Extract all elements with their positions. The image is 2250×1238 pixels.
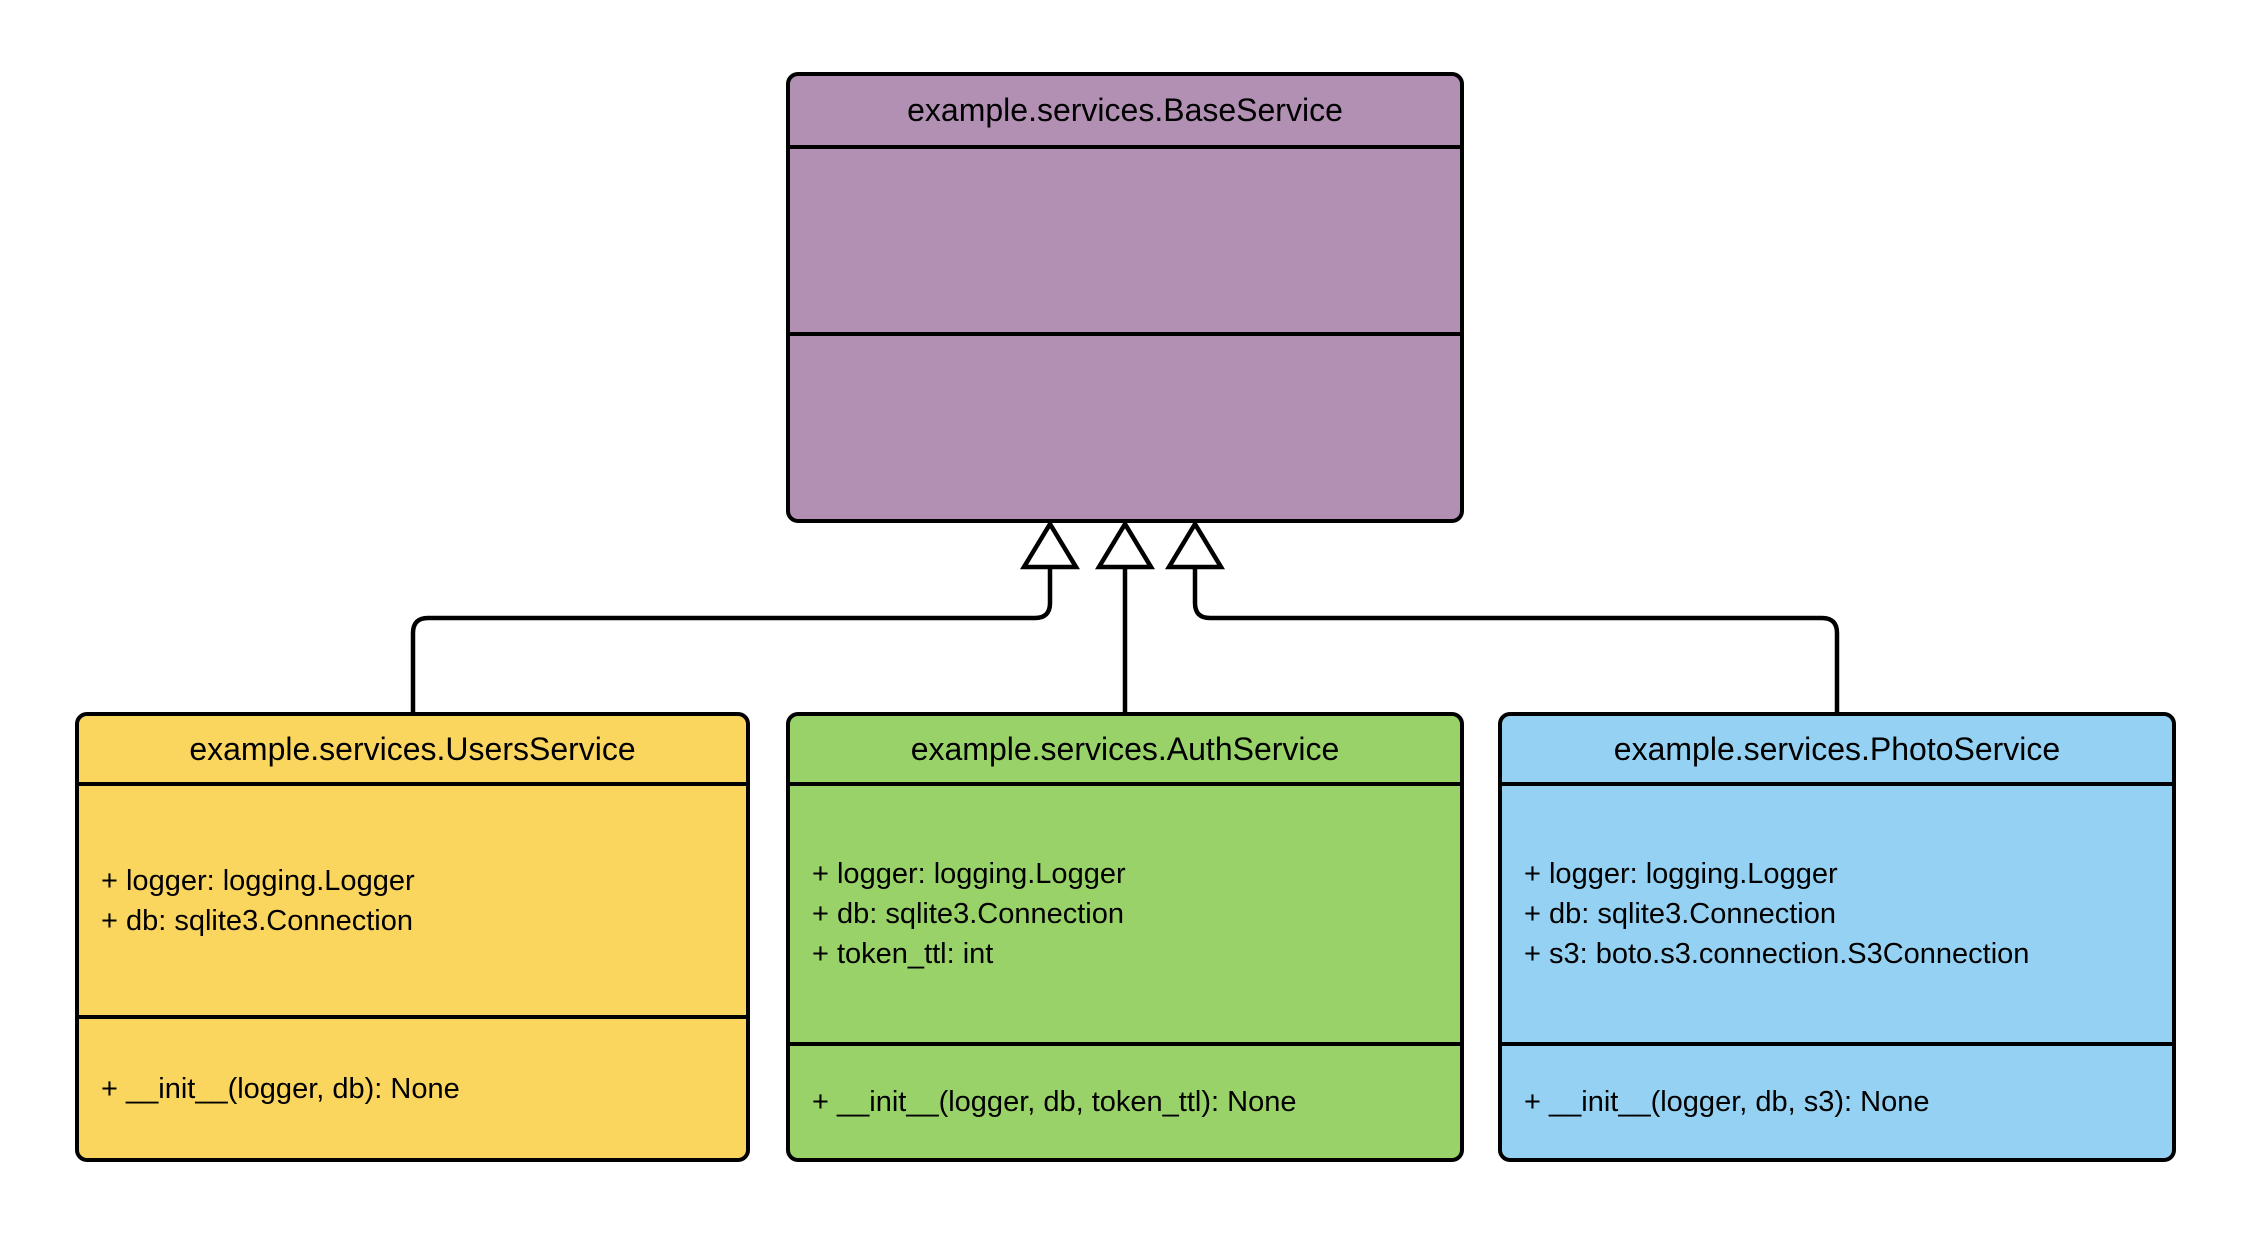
class-methods-compartment: + __init__(logger, db): None bbox=[79, 1015, 746, 1158]
class-methods-compartment bbox=[790, 332, 1460, 519]
class-attributes-compartment: + logger: logging.Logger + db: sqlite3.C… bbox=[79, 782, 746, 1015]
class-attribute: + s3: boto.s3.connection.S3Connection bbox=[1524, 938, 2030, 970]
class-method: + __init__(logger, db, s3): None bbox=[1524, 1086, 1930, 1118]
class-method: + __init__(logger, db): None bbox=[101, 1072, 460, 1105]
class-title: example.services.AuthService bbox=[910, 730, 1340, 767]
class-title: example.services.BaseService bbox=[907, 92, 1343, 128]
inheritance-arrow-icon bbox=[1165, 519, 1225, 570]
class-attribute: + logger: logging.Logger bbox=[101, 864, 415, 897]
class-title: example.services.PhotoService bbox=[1613, 730, 2061, 767]
class-methods-compartment: + __init__(logger, db, s3): None bbox=[1502, 1042, 2172, 1158]
class-attribute: + logger: logging.Logger bbox=[1524, 858, 1838, 890]
class-node-base-service[interactable]: example.services.BaseService bbox=[786, 72, 1464, 523]
class-attributes-compartment: + logger: logging.Logger + db: sqlite3.C… bbox=[790, 782, 1460, 1042]
class-node-auth-service[interactable]: example.services.AuthService + logger: l… bbox=[786, 712, 1464, 1162]
class-attribute: + db: sqlite3.Connection bbox=[1524, 898, 1836, 930]
class-methods-compartment: + __init__(logger, db, token_ttl): None bbox=[790, 1042, 1460, 1158]
class-method: + __init__(logger, db, token_ttl): None bbox=[812, 1086, 1297, 1118]
inheritance-edge-photo-service[interactable] bbox=[1192, 566, 1840, 714]
class-node-photo-service[interactable]: example.services.PhotoService + logger: … bbox=[1498, 712, 2176, 1162]
inheritance-edge-users-service[interactable] bbox=[410, 566, 1053, 714]
inheritance-arrow-icon bbox=[1095, 519, 1155, 570]
class-title: example.services.UsersService bbox=[189, 730, 636, 767]
class-attributes-compartment bbox=[790, 145, 1460, 332]
class-attribute: + db: sqlite3.Connection bbox=[101, 904, 413, 937]
class-attribute: + db: sqlite3.Connection bbox=[812, 898, 1124, 930]
class-attribute: + logger: logging.Logger bbox=[812, 858, 1126, 890]
inheritance-arrow-icon bbox=[1020, 519, 1080, 570]
class-attribute: + token_ttl: int bbox=[812, 938, 994, 970]
class-node-users-service[interactable]: example.services.UsersService + logger: … bbox=[75, 712, 750, 1162]
class-attributes-compartment: + logger: logging.Logger + db: sqlite3.C… bbox=[1502, 782, 2172, 1042]
